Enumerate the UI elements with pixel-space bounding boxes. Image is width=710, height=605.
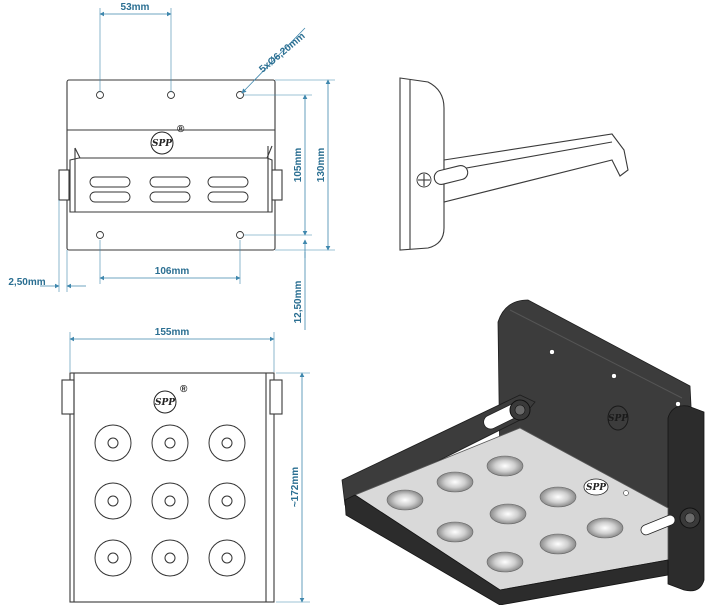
- front-slot-row: [89, 176, 249, 203]
- tread-dimple: [94, 539, 132, 577]
- top-dimensions: 155mm ~172mm: [69, 327, 310, 603]
- isometric-view: SPP SPP: [341, 299, 705, 605]
- tread-dimple: [151, 482, 189, 520]
- tread-dimple-grid: [94, 424, 246, 577]
- svg-text:SPP: SPP: [155, 398, 175, 408]
- iso-front-lip: [344, 494, 669, 605]
- front-mount-hole: [96, 231, 104, 239]
- front-right-tab: [271, 169, 283, 201]
- side-plate: [399, 77, 445, 251]
- dim-hole-diameter: 5xØ6,20mm: [257, 31, 307, 76]
- dim-tread-depth: ~172mm: [290, 467, 301, 507]
- dim-bottom-offset: 12,50mm: [293, 280, 304, 323]
- svg-text:SPP: SPP: [152, 139, 172, 149]
- tread-right-tab: [269, 379, 283, 415]
- front-logo: SPP ®: [150, 124, 185, 155]
- side-slot: [433, 165, 469, 185]
- dim-hole-spacing-top: 53mm: [121, 2, 150, 13]
- tread-left-tab: [61, 379, 75, 415]
- side-view: [399, 77, 629, 251]
- tread-dimple: [151, 424, 189, 462]
- tread-dimple: [94, 424, 132, 462]
- dim-hole-spacing-bottom: 106mm: [155, 266, 190, 277]
- tread-dimple: [208, 482, 246, 520]
- front-left-tab: [58, 169, 70, 201]
- dim-total-height: 130mm: [316, 148, 327, 183]
- tread-dimple: [94, 482, 132, 520]
- svg-text:SPP: SPP: [608, 414, 628, 424]
- svg-text:SPP: SPP: [586, 483, 606, 493]
- svg-text:®: ®: [177, 124, 185, 135]
- iso-wall-logo: SPP: [607, 405, 629, 431]
- dim-edge-offset: 2,50mm: [8, 277, 45, 288]
- iso-tread-logo: SPP: [583, 478, 609, 496]
- tread-dimple: [208, 539, 246, 577]
- top-view: SPP ®: [61, 372, 283, 603]
- iso-right-plate: [667, 405, 705, 592]
- dim-tread-width: 155mm: [155, 327, 190, 338]
- dim-plate-height: 105mm: [293, 148, 304, 183]
- front-view: SPP ®: [58, 79, 283, 251]
- front-mount-hole: [96, 91, 104, 99]
- front-mount-hole: [236, 231, 244, 239]
- tread-dimple: [151, 539, 189, 577]
- front-mount-hole: [167, 91, 175, 99]
- tread-dimple: [208, 424, 246, 462]
- side-arm: [443, 133, 629, 203]
- iso-dimple-grid: [386, 455, 624, 573]
- svg-text:®: ®: [180, 384, 188, 395]
- top-logo: SPP ®: [153, 384, 188, 414]
